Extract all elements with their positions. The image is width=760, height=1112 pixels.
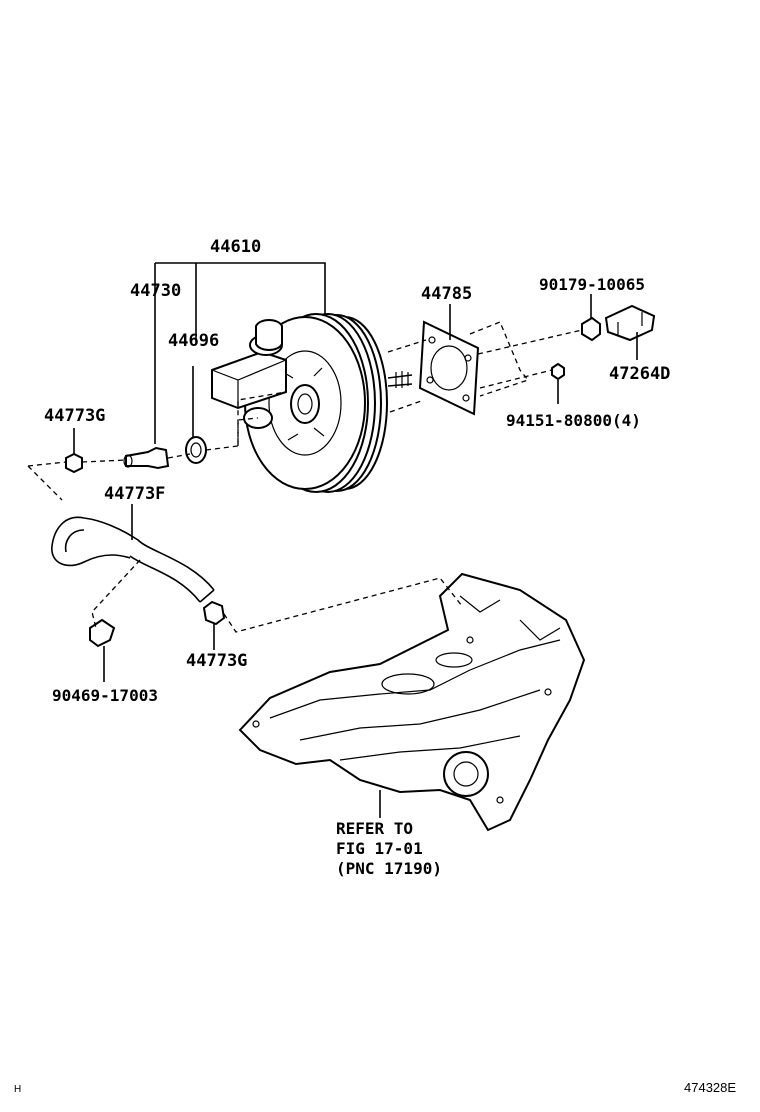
label-90469-17003: 90469-17003 (52, 686, 158, 705)
leader-lines (73, 262, 638, 818)
label-47264d: 47264D (609, 364, 670, 384)
gasket (418, 320, 480, 416)
nut-lower (551, 362, 565, 381)
brake-booster (211, 313, 413, 493)
grommet (185, 436, 207, 464)
label-44785: 44785 (421, 284, 472, 304)
union-bolt-lower (202, 600, 226, 626)
intake-manifold (238, 572, 586, 832)
figure-code: 474328E (684, 1080, 736, 1095)
check-valve (123, 446, 170, 470)
footer-left-mark: H (14, 1084, 21, 1095)
label-44730: 44730 (130, 281, 181, 301)
label-44773f: 44773F (104, 484, 165, 504)
union-bolt-upper (65, 452, 83, 474)
label-44773g-upper: 44773G (44, 406, 105, 426)
label-44610: 44610 (210, 237, 261, 257)
label-44696: 44696 (168, 331, 219, 351)
refer-line-1: REFER TO (336, 819, 413, 838)
dashed-connections (27, 391, 463, 633)
label-44773g-lower: 44773G (186, 651, 247, 671)
refer-line-3: (PNC 17190) (336, 859, 442, 878)
clamp (89, 618, 116, 648)
bracket (604, 304, 656, 342)
vacuum-hose (51, 516, 215, 603)
label-90179-10065: 90179-10065 (539, 275, 645, 294)
refer-line-2: FIG 17-01 (336, 839, 423, 858)
nut-upper (581, 316, 601, 342)
label-94151-80800: 94151-80800(4) (506, 411, 641, 430)
